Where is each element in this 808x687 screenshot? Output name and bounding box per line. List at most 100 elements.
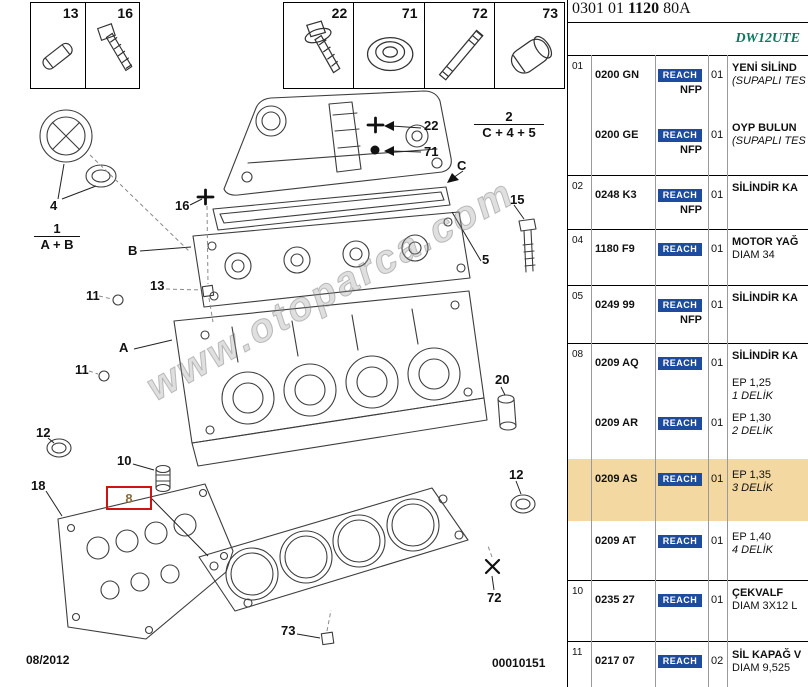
reach-badge[interactable]: REACH bbox=[658, 69, 702, 82]
part-name: SİLİNDİR KA bbox=[732, 182, 798, 194]
part-code: 0200 GN bbox=[595, 69, 640, 81]
diagram-panel: 13 16 22 71 72 73 bbox=[26, 2, 565, 670]
callout-15: 15 bbox=[510, 192, 525, 207]
callout-18: 18 bbox=[31, 478, 46, 493]
table-row[interactable]: 08 0209 AQ REACH 01 SİLİNDİR KA EP 1,25 … bbox=[568, 345, 808, 405]
ref-number: 10 bbox=[572, 586, 584, 597]
part-name: SİLİNDİR KA bbox=[732, 292, 798, 304]
divider bbox=[568, 22, 808, 23]
reach-badge[interactable]: REACH bbox=[658, 473, 702, 486]
part-desc: DIAM 3X12 L bbox=[732, 600, 798, 612]
reach-badge[interactable]: REACH bbox=[658, 129, 702, 142]
part-name: ÇEKVALF bbox=[732, 587, 784, 599]
reach-badge[interactable]: REACH bbox=[658, 535, 702, 548]
part-code: 0209 AS bbox=[595, 473, 638, 485]
selected-callout-box: 8 bbox=[106, 486, 152, 510]
highlighted-row-background bbox=[568, 459, 808, 521]
qty: 01 bbox=[711, 299, 724, 311]
divider bbox=[568, 229, 808, 230]
part-desc: DIAM 9,525 bbox=[732, 662, 791, 674]
callout-B: B bbox=[128, 243, 138, 258]
ref-number: 08 bbox=[572, 349, 584, 360]
inset-cell-22: 22 bbox=[284, 3, 355, 88]
catalog-code: 1120 bbox=[628, 0, 660, 17]
part-desc: (SUPAPLI TES bbox=[732, 135, 806, 147]
part-code: 0200 GE bbox=[595, 129, 639, 141]
part-name: SİL KAPAĞ V bbox=[732, 649, 802, 661]
group-label-top: 1 bbox=[53, 221, 61, 236]
table-row[interactable]: 10 0235 27 REACH 01 ÇEKVALF DIAM 3X12 L bbox=[568, 582, 808, 641]
part-code: 0217 07 bbox=[595, 655, 635, 667]
nfp-label: NFP bbox=[680, 84, 702, 96]
reach-badge[interactable]: REACH bbox=[658, 655, 702, 668]
stud-icon bbox=[438, 29, 484, 81]
divider bbox=[568, 285, 808, 286]
hardware-inset-right: 22 71 72 73 bbox=[283, 2, 565, 89]
table-row[interactable]: 02 0248 K3 REACH NFP 01 SİLİNDİR KA bbox=[568, 177, 808, 231]
part-code: 0209 AR bbox=[595, 417, 639, 429]
part-code: 1180 F9 bbox=[595, 243, 635, 255]
callout-22: 22 bbox=[424, 118, 439, 133]
part-name: SİLİNDİR KA bbox=[732, 350, 798, 362]
inset-number: 13 bbox=[62, 5, 79, 21]
table-row[interactable]: 04 1180 F9 REACH 01 MOTOR YAĞ DIAM 34 bbox=[568, 231, 808, 287]
group-label-2: 2 C + 4 + 5 bbox=[474, 110, 544, 140]
qty: 01 bbox=[711, 129, 724, 141]
inset-number: 16 bbox=[117, 5, 133, 21]
reach-badge[interactable]: REACH bbox=[658, 243, 702, 256]
catalog-reference: 0301 01 1120 80A bbox=[568, 0, 808, 22]
callout-12b: 12 bbox=[509, 467, 524, 482]
ref-number: 11 bbox=[572, 647, 583, 658]
inset-number: 72 bbox=[472, 5, 488, 21]
reach-badge[interactable]: REACH bbox=[658, 417, 702, 430]
callout-20: 20 bbox=[495, 372, 510, 387]
reach-badge[interactable]: REACH bbox=[658, 299, 702, 312]
table-row[interactable]: 01 0200 GN REACH NFP 01 YENİ SİLİND (SUP… bbox=[568, 57, 808, 117]
part-desc2: 3 DELİK bbox=[732, 482, 773, 494]
qty: 01 bbox=[711, 473, 724, 485]
callout-13: 13 bbox=[150, 278, 165, 293]
part-code: 0235 27 bbox=[595, 594, 635, 606]
group-label-bottom: A + B bbox=[34, 236, 80, 252]
callout-71: 71 bbox=[424, 144, 439, 159]
table-row[interactable]: 11 0217 07 REACH 02 SİL KAPAĞ V DIAM 9,5… bbox=[568, 643, 808, 687]
reach-badge[interactable]: REACH bbox=[658, 189, 702, 202]
exploded-diagram bbox=[39, 90, 537, 646]
part-code: 0248 K3 bbox=[595, 189, 637, 201]
qty: 01 bbox=[711, 243, 724, 255]
part-name: YENİ SİLİND bbox=[732, 62, 797, 74]
qty: 01 bbox=[711, 189, 724, 201]
group-label-bottom: C + 4 + 5 bbox=[474, 124, 544, 140]
part-desc: EP 1,35 bbox=[732, 469, 771, 481]
callout-11b: 11 bbox=[75, 362, 89, 377]
reach-badge[interactable]: REACH bbox=[658, 594, 702, 607]
inset-cell-71: 71 bbox=[354, 3, 425, 88]
callout-10: 10 bbox=[117, 453, 132, 468]
table-row-highlighted[interactable]: 0209 AS REACH 01 EP 1,35 3 DELİK bbox=[568, 461, 808, 521]
table-row[interactable]: 0209 AT REACH 01 EP 1,40 4 DELİK bbox=[568, 523, 808, 580]
table-row[interactable]: 0200 GE REACH NFP 01 OYP BULUN (SUPAPLI … bbox=[568, 117, 808, 175]
nfp-label: NFP bbox=[680, 314, 702, 326]
catalog-suffix: 80A bbox=[663, 0, 691, 17]
divider bbox=[568, 55, 808, 56]
catalog-prefix: 0301 01 bbox=[572, 0, 624, 17]
column-divider bbox=[591, 55, 592, 687]
inset-cell-13: 13 bbox=[31, 3, 86, 88]
nfp-label: NFP bbox=[680, 204, 702, 216]
callout-8: 8 bbox=[125, 490, 133, 506]
inset-cell-72: 72 bbox=[425, 3, 495, 88]
inset-number: 71 bbox=[401, 5, 418, 21]
table-row[interactable]: 0209 AR REACH 01 EP 1,30 2 DELİK bbox=[568, 405, 808, 461]
inset-cell-16: 16 bbox=[86, 3, 140, 88]
clip-sleeve-icon bbox=[510, 35, 552, 74]
group-label-top: 2 bbox=[505, 109, 513, 124]
part-desc2: 4 DELİK bbox=[732, 544, 773, 556]
qty: 02 bbox=[711, 655, 724, 667]
dowel-pin-icon bbox=[42, 42, 73, 70]
qty: 01 bbox=[711, 535, 724, 547]
table-row[interactable]: 05 0249 99 REACH NFP 01 SİLİNDİR KA bbox=[568, 287, 808, 345]
reach-badge[interactable]: REACH bbox=[658, 357, 702, 370]
revision-date: 08/2012 bbox=[26, 653, 70, 667]
callout-11: 11 bbox=[86, 288, 100, 303]
callout-73: 73 bbox=[281, 623, 296, 638]
